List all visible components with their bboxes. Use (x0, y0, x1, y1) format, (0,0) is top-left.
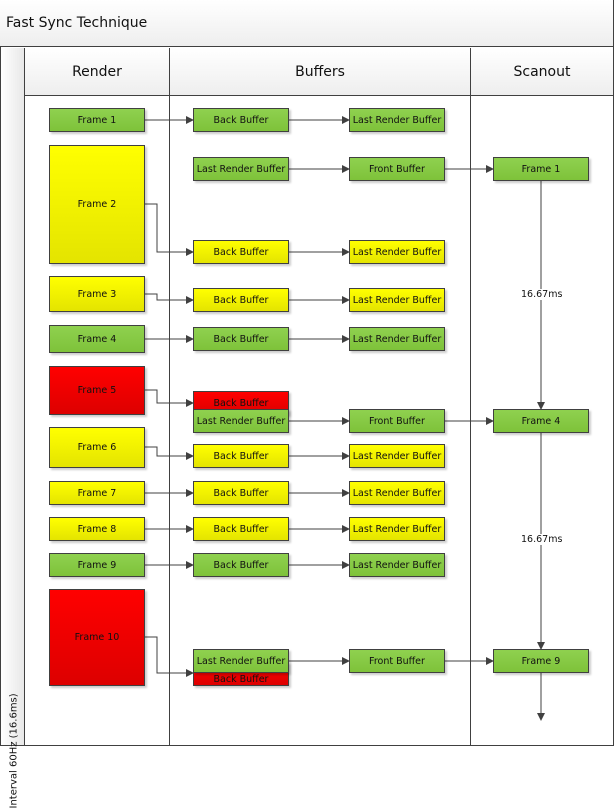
lane-header-scanout: Scanout (471, 48, 613, 96)
back-buffer: Back Buffer (193, 108, 289, 132)
last-render-buffer: Last Render Buffer (193, 157, 289, 181)
last-render-buffer: Last Render Buffer (193, 649, 289, 673)
render-frame-7: Frame 7 (49, 481, 145, 505)
render-frame-4: Frame 4 (49, 325, 145, 353)
back-buffer: Back Buffer (193, 481, 289, 505)
last-render-buffer: Last Render Buffer (349, 481, 445, 505)
last-render-buffer: Last Render Buffer (349, 444, 445, 468)
last-render-buffer: Last Render Buffer (349, 240, 445, 264)
scanout-frame-1: Frame 1 (493, 157, 589, 181)
front-buffer: Front Buffer (349, 409, 445, 433)
last-render-buffer: Last Render Buffer (193, 409, 289, 433)
diagram-title: Fast Sync Technique (0, 0, 613, 47)
render-frame-9: Frame 9 (49, 553, 145, 577)
last-render-buffer: Last Render Buffer (349, 288, 445, 312)
front-buffer: Front Buffer (349, 649, 445, 673)
last-render-buffer: Last Render Buffer (349, 327, 445, 351)
front-buffer: Front Buffer (349, 157, 445, 181)
scanout-frame-4: Frame 4 (493, 409, 589, 433)
last-render-buffer: Last Render Buffer (349, 517, 445, 541)
lane-header-buffers: Buffers (170, 48, 470, 96)
lane-divider (169, 48, 170, 745)
interval-label-2: 16.67ms (521, 534, 563, 545)
back-buffer: Back Buffer (193, 517, 289, 541)
scanout-frame-9: Frame 9 (493, 649, 589, 673)
back-buffer: Back Buffer (193, 240, 289, 264)
render-frame-8: Frame 8 (49, 517, 145, 541)
connectors (145, 116, 545, 721)
back-buffer: Back Buffer (193, 444, 289, 468)
render-frame-5: Frame 5 (49, 366, 145, 415)
render-frame-10: Frame 10 (49, 589, 145, 686)
render-frame-3: Frame 3 (49, 276, 145, 312)
back-buffer: Back Buffer (193, 288, 289, 312)
back-buffer: Back Buffer (193, 553, 289, 577)
interval-strip: Interval 60Hz (16.6ms) (1, 48, 25, 809)
render-frame-1: Frame 1 (49, 108, 145, 132)
lane-divider (470, 48, 471, 745)
render-frame-6: Frame 6 (49, 427, 145, 468)
interval-label-1: 16.67ms (521, 289, 563, 300)
last-render-buffer: Last Render Buffer (349, 108, 445, 132)
last-render-buffer: Last Render Buffer (349, 553, 445, 577)
back-buffer: Back Buffer (193, 327, 289, 351)
render-frame-2: Frame 2 (49, 145, 145, 264)
lane-header-render: Render (25, 48, 169, 96)
